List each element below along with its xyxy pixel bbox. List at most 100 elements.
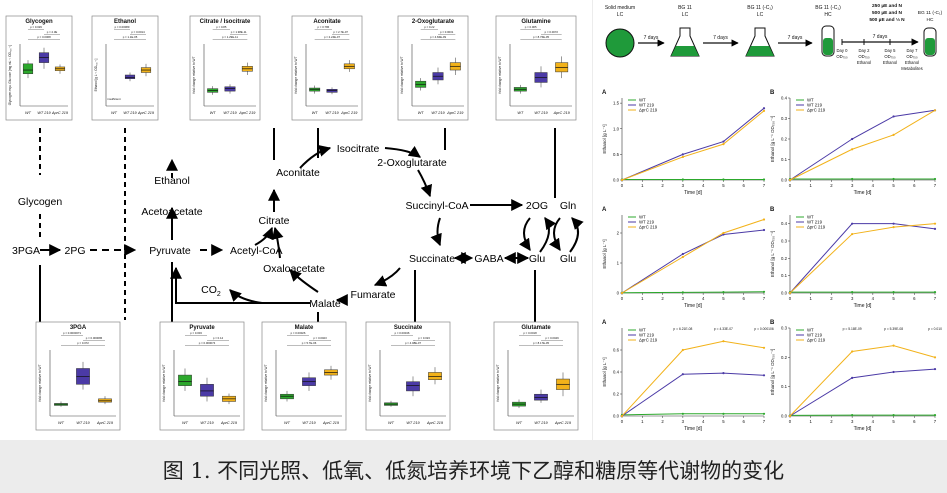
series-point xyxy=(851,414,854,417)
series-line xyxy=(621,107,765,181)
boxplot-x-tick: WT xyxy=(58,421,65,425)
boxplot-x-tick: WT 219 xyxy=(325,111,339,115)
series-point xyxy=(892,115,895,118)
schematic-step-label: LC xyxy=(757,12,764,18)
node-malate: Malate xyxy=(309,298,341,310)
series-line xyxy=(789,368,936,417)
legend-label: WT xyxy=(639,98,646,103)
boxplot-title: 3PGA xyxy=(70,325,87,331)
final-step-label: BG 11 (-C₁) xyxy=(918,10,943,16)
boxplot-x-tick: WT 219 xyxy=(534,421,548,425)
flask-culture xyxy=(746,46,774,56)
p-value-label: p = 0.029 xyxy=(30,25,42,29)
node-succinyl-coa: Succinyl-CoA xyxy=(405,200,468,212)
y-axis-label: Ethanol [g L⁻¹ OD₇₅₀⁻¹] xyxy=(770,116,775,162)
node-citrate: Citrate xyxy=(259,215,290,227)
y-tick-label: 2 xyxy=(617,231,620,236)
pathway-nodes: Glycogen Ethanol Acetoacetate 3PGA 2PG P… xyxy=(12,143,576,310)
x-tick-label: 2 xyxy=(661,419,664,424)
node-isocitrate: Isocitrate xyxy=(337,143,380,155)
x-axis-label: Time [d] xyxy=(684,426,702,432)
p-value-label: p = 2.3E xyxy=(47,30,58,34)
boxplot-x-tick: WT xyxy=(312,111,319,115)
boxplot-x-tick: WT xyxy=(388,421,395,425)
series-line xyxy=(621,110,765,181)
series-point xyxy=(681,255,684,259)
boxplot-x-tick: WT xyxy=(210,111,217,115)
boxplot-x-tick: ΔprC 219 xyxy=(553,111,571,115)
legend-label: WT 219 xyxy=(639,333,655,338)
x-tick-label: 0 xyxy=(621,183,624,188)
series-line xyxy=(621,291,765,294)
node-succinate: Succinate xyxy=(409,253,455,265)
p-value-label: p = 0.0031 xyxy=(440,30,454,34)
boxplot-frame xyxy=(493,321,579,431)
boxplot-x-tick: ΔprC 219 xyxy=(340,111,358,115)
p-value-label: p = 2.24E-07 xyxy=(324,35,341,39)
p-value-label: p = 1.1E-05 xyxy=(123,35,138,39)
series-point xyxy=(762,228,766,232)
series-line xyxy=(621,219,765,294)
x-tick-label: 7 xyxy=(934,296,937,301)
p-value-label: p = 0.0000071 xyxy=(63,331,81,335)
p-value-label: p = 0.786 xyxy=(317,25,329,29)
series-point xyxy=(681,291,684,294)
series-point xyxy=(851,137,854,141)
x-tick-label: 2 xyxy=(661,183,664,188)
boxplot-x-tick: WT 219 xyxy=(534,111,548,115)
boxplot-y-label: fold change relative to WT xyxy=(400,56,404,93)
x-axis-label: Time [d] xyxy=(854,190,872,196)
y-tick-label: 0.0 xyxy=(613,414,620,419)
boxplot-box xyxy=(124,74,136,79)
boxplot-x-tick: ΔprC 219 xyxy=(51,111,69,115)
x-axis-label: Time [d] xyxy=(684,190,702,196)
node-glycogen: Glycogen xyxy=(18,196,63,208)
boxplot-x-tick: WT xyxy=(284,421,291,425)
boxplot-x-tick: WT 219 xyxy=(123,111,137,115)
boxplot-note: insufficient xyxy=(107,97,120,101)
series-point xyxy=(681,348,684,352)
y-tick-label: 0 xyxy=(617,291,620,296)
x-tick-label: 0 xyxy=(789,183,792,188)
x-tick-label: 1 xyxy=(810,183,813,188)
node-2og: 2OG xyxy=(526,200,548,212)
legend-label: WT xyxy=(639,215,646,220)
x-tick-label: 4 xyxy=(872,296,875,301)
schematic-step-label: BG 11 (-C₁) xyxy=(747,5,773,11)
boxplot-x-tick: WT 219 xyxy=(406,421,420,425)
series-point xyxy=(681,153,684,156)
edge-glu-2og xyxy=(539,217,557,253)
series-point xyxy=(762,109,766,112)
series-point xyxy=(681,252,684,256)
x-tick-label: 5 xyxy=(892,419,895,424)
boxplot-x-tick: WT xyxy=(517,111,524,115)
boxplot-title: 2-Oxoglutarate xyxy=(412,19,455,25)
boxplot-title: Ethanol xyxy=(114,19,136,25)
series-point xyxy=(892,414,895,417)
boxplot-x-tick: WT 219 xyxy=(200,421,214,425)
boxplot-x-tick: ΔprC 219 xyxy=(238,111,256,115)
node-2pg: 2PG xyxy=(64,245,85,257)
boxplot-title: Glycogen xyxy=(25,19,53,25)
timeline-tick-label: Day 5 xyxy=(885,48,897,53)
series-point xyxy=(788,178,792,182)
x-tick-label: 3 xyxy=(851,419,854,424)
edge-malate-co2 xyxy=(229,289,263,304)
p-value-label: p = 0.85 xyxy=(216,25,227,29)
series-line xyxy=(789,109,936,181)
node-pyruvate: Pyruvate xyxy=(149,245,191,257)
x-tick-label: 6 xyxy=(743,183,746,188)
y-tick-label: 0.4 xyxy=(781,221,788,226)
timeline-tick-label: OD₇₅₀ xyxy=(884,54,895,59)
x-tick-label: 2 xyxy=(830,419,833,424)
x-tick-label: 0 xyxy=(621,296,624,301)
final-step-label: HC xyxy=(927,17,934,23)
x-tick-label: 2 xyxy=(830,296,833,301)
edge-isocitrate-2og xyxy=(384,145,421,158)
